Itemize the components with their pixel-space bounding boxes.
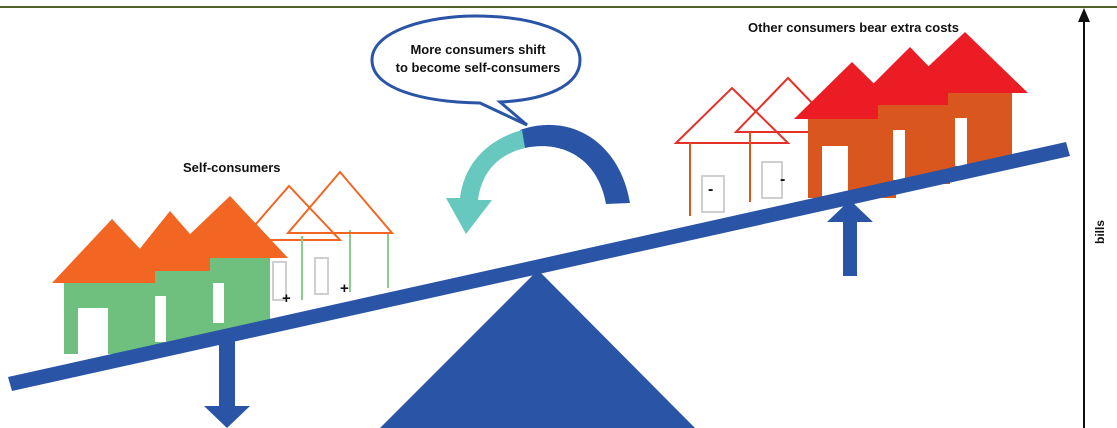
- arrow-down-icon: [204, 340, 250, 428]
- plus-sign: +: [340, 280, 349, 297]
- vertical-axis-arrow-icon: [1078, 8, 1090, 22]
- self-consumers-label: Self-consumers: [183, 160, 281, 175]
- plus-sign: +: [282, 290, 291, 307]
- axis-label-bills: bills: [1093, 220, 1107, 244]
- curved-arrow-head-icon: [446, 130, 525, 234]
- minus-sign: -: [708, 181, 713, 198]
- speech-line-2: to become self-consumers: [396, 60, 561, 75]
- speech-bubble: More consumers shift to become self-cons…: [372, 16, 580, 125]
- top-rule: [0, 6, 1117, 8]
- minus-sign: -: [780, 171, 785, 188]
- other-consumers-label: Other consumers bear extra costs: [748, 20, 959, 35]
- outline-house: [676, 88, 788, 216]
- arrow-up-icon: [827, 200, 873, 276]
- speech-line-1: More consumers shift: [410, 42, 546, 57]
- curved-arrow-icon: [520, 125, 630, 204]
